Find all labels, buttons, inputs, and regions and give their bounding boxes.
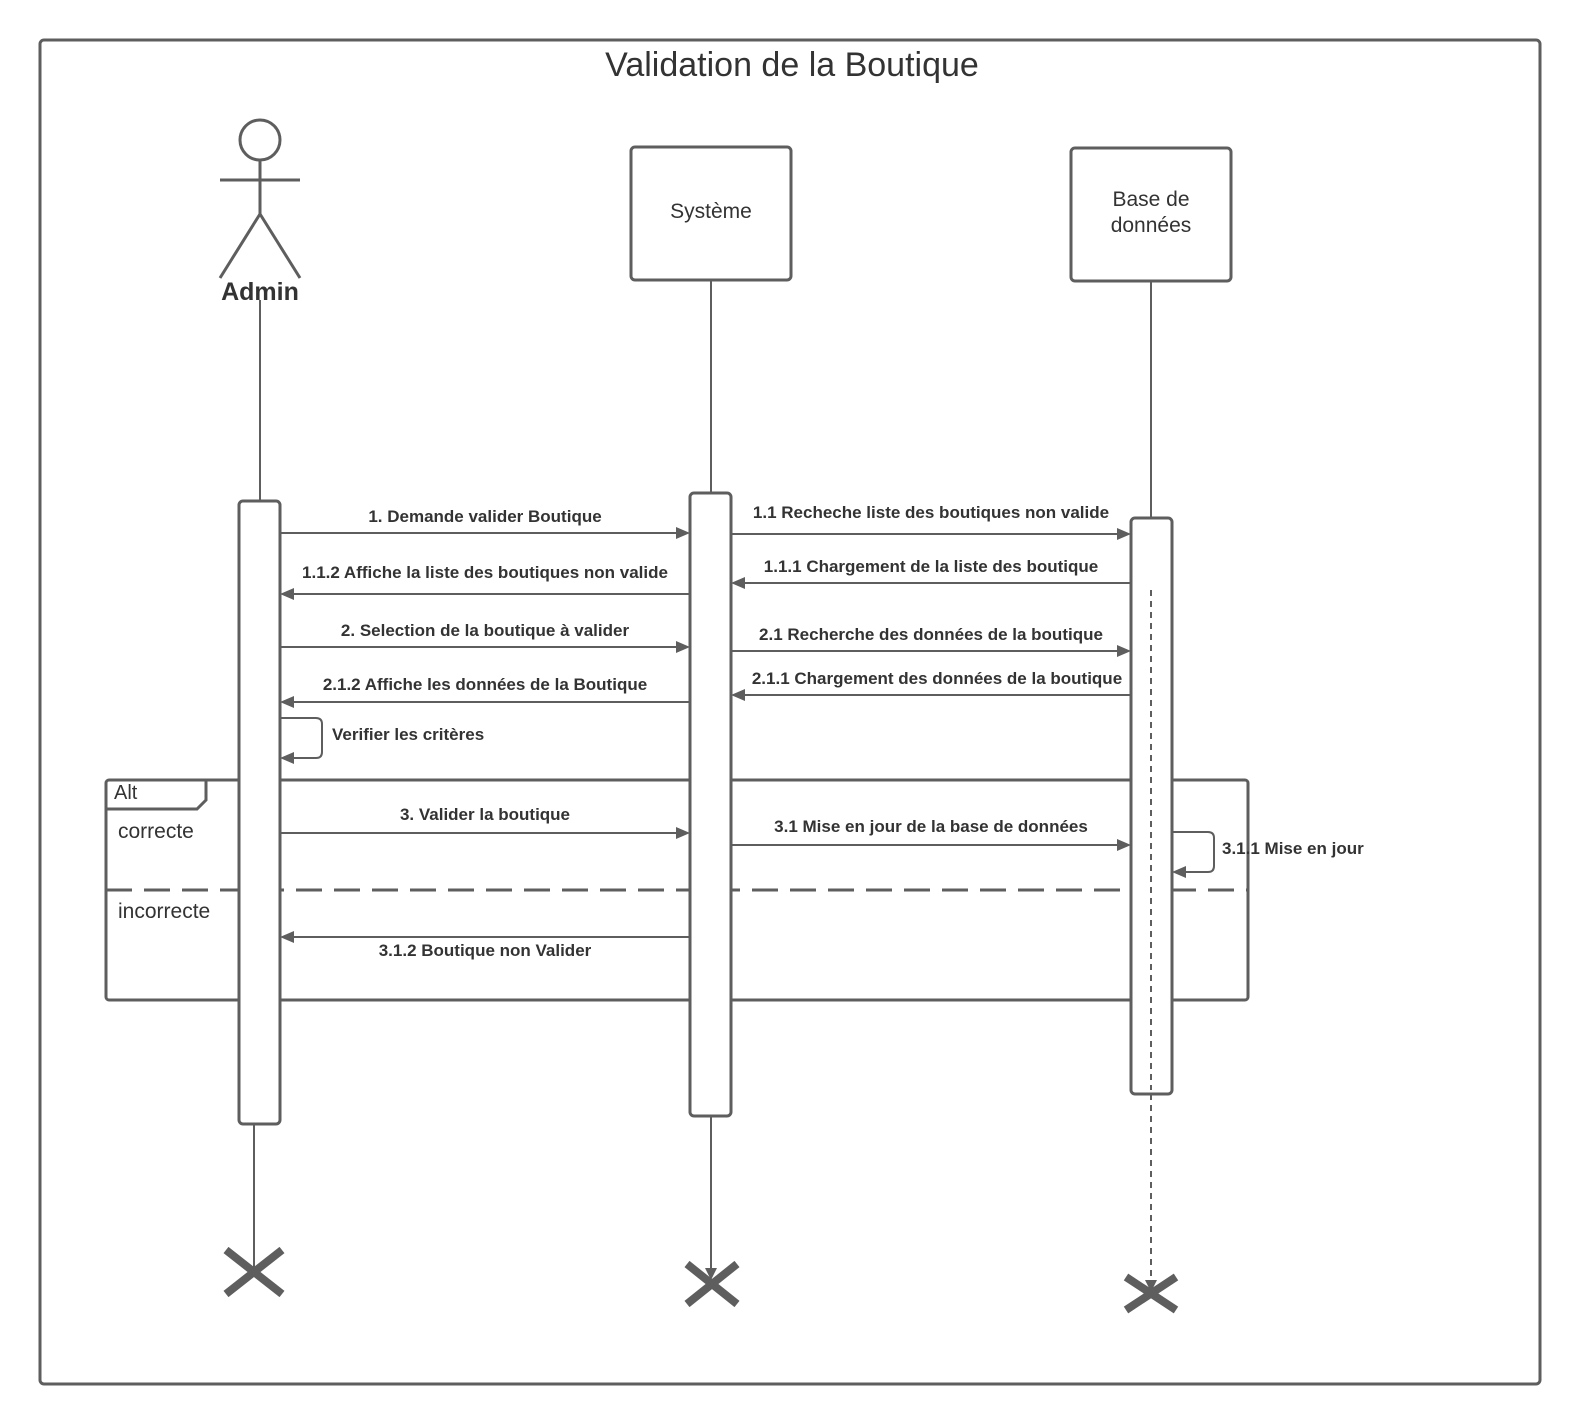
destroy-systeme-icon [684, 1260, 740, 1308]
actor-right-leg [258, 213, 302, 279]
message-1-1: 1.1 Recheche liste des boutiques non val… [731, 503, 1131, 540]
activation-systeme [688, 491, 733, 1118]
message-3-1-label: 3.1 Mise en jour de la base de données [774, 817, 1088, 836]
message-1-1-2-label: 1.1.2 Affiche la liste des boutiques non… [302, 563, 668, 582]
message-2-1-1-arrowhead [731, 689, 745, 701]
alt-fragment: Alt correcte incorrecte [104, 778, 1250, 1002]
message-self-verifier-line [280, 717, 323, 759]
message-2-1-1-label: 2.1.1 Chargement des données de la bouti… [752, 669, 1122, 688]
diagram-frame [38, 38, 1542, 1386]
message-1-1-2-arrowhead [280, 588, 294, 600]
message-3-1-2: 3.1.2 Boutique non Valider [280, 931, 690, 960]
message-3-1-2-label: 3.1.2 Boutique non Valider [379, 941, 592, 960]
actor-left-leg [218, 213, 262, 279]
activation-bdd [1129, 516, 1174, 1096]
destroy-admin-icon [223, 1246, 285, 1298]
diagram-title: Validation de la Boutique [605, 46, 979, 84]
message-2-1: 2.1 Recherche des données de la boutique [731, 625, 1131, 657]
lifeline-bdd-arrowhead [1145, 1280, 1157, 1292]
message-3-1-1-label: 3.1.1 Mise en jour [1222, 839, 1364, 858]
message-3: 3. Valider la boutique [280, 805, 690, 839]
message-3-1-arrowhead [1117, 839, 1131, 851]
message-2-1-1: 2.1.1 Chargement des données de la bouti… [731, 669, 1131, 701]
message-2-1-2: 2.1.2 Affiche les données de la Boutique [280, 675, 690, 708]
participant-systeme: Système [629, 145, 793, 282]
message-2-1-arrowhead [1117, 645, 1131, 657]
message-3-1-1-line [1172, 831, 1215, 873]
alt-operator-label: Alt [114, 782, 138, 804]
message-2: 2. Selection de la boutique à valider [280, 621, 690, 653]
message-self-verifier-arrowhead [280, 752, 294, 764]
message-2-arrowhead [676, 641, 690, 653]
message-3-label: 3. Valider la boutique [400, 805, 570, 824]
message-3-1-2-arrowhead [280, 931, 294, 943]
guard-incorrecte: incorrecte [118, 900, 210, 923]
message-1-1-2: 1.1.2 Affiche la liste des boutiques non… [280, 563, 690, 600]
guard-correcte: correcte [118, 820, 194, 843]
actor-admin: Admin [218, 118, 302, 306]
message-3-1: 3.1 Mise en jour de la base de données [731, 817, 1131, 851]
participant-bdd-label-line1: Base de [1112, 188, 1189, 211]
message-self-verifier: Verifier les critères [280, 717, 484, 764]
lifeline-systeme-arrowhead [705, 1268, 717, 1280]
message-2-1-label: 2.1 Recherche des données de la boutique [759, 625, 1103, 644]
message-2-1-2-arrowhead [280, 696, 294, 708]
alt-fragment-tag-box [106, 780, 208, 811]
participant-bdd: Base de données [1069, 146, 1233, 283]
message-1-1-arrowhead [1117, 528, 1131, 540]
message-2-label: 2. Selection de la boutique à valider [341, 621, 630, 640]
message-1: 1. Demande valider Boutique [280, 507, 690, 539]
message-3-1-1-arrowhead [1172, 866, 1186, 878]
message-self-verifier-label: Verifier les critères [332, 725, 484, 744]
destroy-bdd-icon [1123, 1273, 1179, 1314]
participant-systeme-label: Système [670, 200, 752, 223]
message-1-1-1-arrowhead [731, 577, 745, 589]
message-1-1-label: 1.1 Recheche liste des boutiques non val… [753, 503, 1109, 522]
message-1-1-1: 1.1.1 Chargement de la liste des boutiqu… [731, 557, 1131, 589]
message-3-arrowhead [676, 827, 690, 839]
participant-bdd-label-line2: données [1111, 214, 1192, 237]
activation-admin [237, 499, 282, 1126]
message-2-1-2-label: 2.1.2 Affiche les données de la Boutique [323, 675, 647, 694]
actor-head [238, 118, 282, 162]
message-1-1-1-label: 1.1.1 Chargement de la liste des boutiqu… [764, 557, 1098, 576]
message-3-1-1: 3.1.1 Mise en jour [1172, 831, 1364, 878]
message-1-arrowhead [676, 527, 690, 539]
message-1-label: 1. Demande valider Boutique [368, 507, 601, 526]
